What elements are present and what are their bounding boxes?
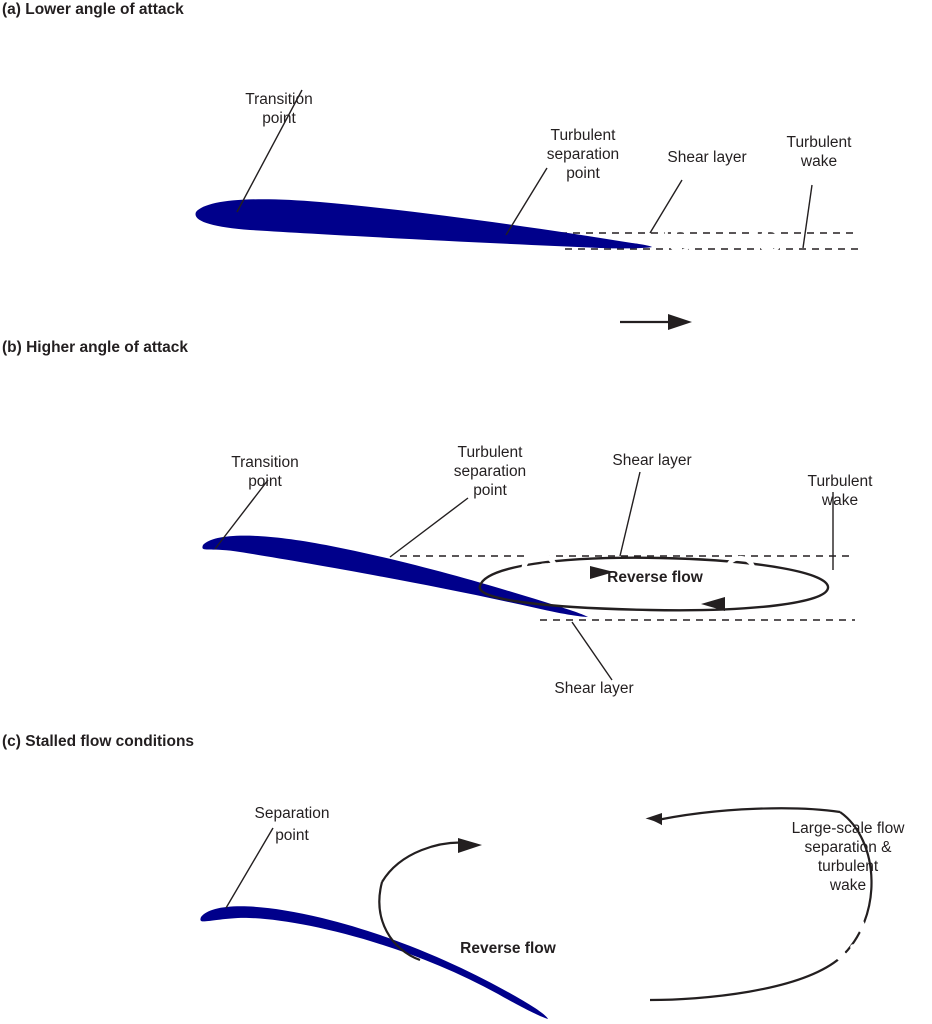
- label-transition-b: Transition: [231, 454, 298, 471]
- label-turbulent-b: Turbulent: [458, 444, 524, 461]
- flow-arrow-head: [668, 314, 692, 330]
- label-transition-a: Transition: [245, 91, 312, 108]
- separation-envelope-left-arrow-c: [458, 838, 482, 853]
- label-reverse-flow-b: Reverse flow: [607, 569, 704, 586]
- panel-c-title: (c) Stalled flow conditions: [2, 733, 194, 750]
- label-sep-point-b: point: [473, 482, 507, 499]
- airfoil-shape-a: [195, 199, 653, 249]
- label-transition-point-b: point: [248, 473, 282, 490]
- label-wake-b: wake: [821, 492, 858, 509]
- panel-a-title: (a) Lower angle of attack: [2, 1, 184, 18]
- airfoil-shape-c: [200, 906, 548, 1019]
- panel-b: (b) Higher angle of attack Reverse flow …: [2, 339, 873, 697]
- separation-point-leader-c: [225, 827, 274, 909]
- shear-layer-leader-a: [649, 179, 683, 234]
- transition-point-leader-b: [214, 479, 269, 550]
- label-large-scale-flow-c: Large-scale flow: [792, 820, 906, 837]
- label-separation-c: Separation: [255, 805, 330, 822]
- label-sep-point-a: point: [566, 165, 600, 182]
- label-separation-point-c: point: [275, 827, 309, 844]
- separation-envelope-top-c: [647, 807, 841, 824]
- label-separation-amp-c: separation &: [804, 839, 892, 856]
- label-transition-point-a: point: [262, 110, 296, 127]
- shear-layer-lower-leader-b: [571, 621, 613, 681]
- label-turbulent-wake-a: Turbulent: [787, 134, 853, 151]
- label-shear-layer-lower-b: Shear layer: [554, 680, 633, 697]
- bubble-arrow-upper-b: [590, 566, 614, 579]
- panel-b-title: (b) Higher angle of attack: [2, 339, 188, 356]
- turbulent-separation-point-leader-b: [389, 497, 469, 558]
- label-wake-c: wake: [829, 877, 866, 894]
- turbulent-separation-point-leader-a: [505, 167, 548, 236]
- separation-envelope-left-lower-c: [378, 881, 421, 962]
- recirculation-bubble-b: [478, 556, 830, 612]
- label-turbulent-wake-b: Turbulent: [808, 473, 874, 490]
- label-separation-a: separation: [547, 146, 619, 163]
- label-turbulent-lc-c: turbulent: [818, 858, 879, 875]
- label-wake-a: wake: [800, 153, 837, 170]
- label-reverse-flow-c: Reverse flow: [460, 940, 557, 957]
- bubble-arrow-lower-b: [701, 597, 725, 611]
- label-shear-layer-upper-b: Shear layer: [612, 452, 691, 469]
- panel-c: (c) Stalled flow conditions Separation: [2, 733, 905, 1019]
- label-shear-layer-a: Shear layer: [667, 149, 746, 166]
- panel-a: (a) Lower angle of attack Transition poi…: [2, 1, 858, 253]
- shear-layer-upper-leader-b: [619, 471, 641, 557]
- freestream-flow-arrow: [620, 314, 692, 330]
- label-turbulent-a: Turbulent: [551, 127, 617, 144]
- transition-point-leader-a: [236, 89, 303, 213]
- label-separation-b: separation: [454, 463, 526, 480]
- turbulent-wake-leader-a: [802, 184, 813, 249]
